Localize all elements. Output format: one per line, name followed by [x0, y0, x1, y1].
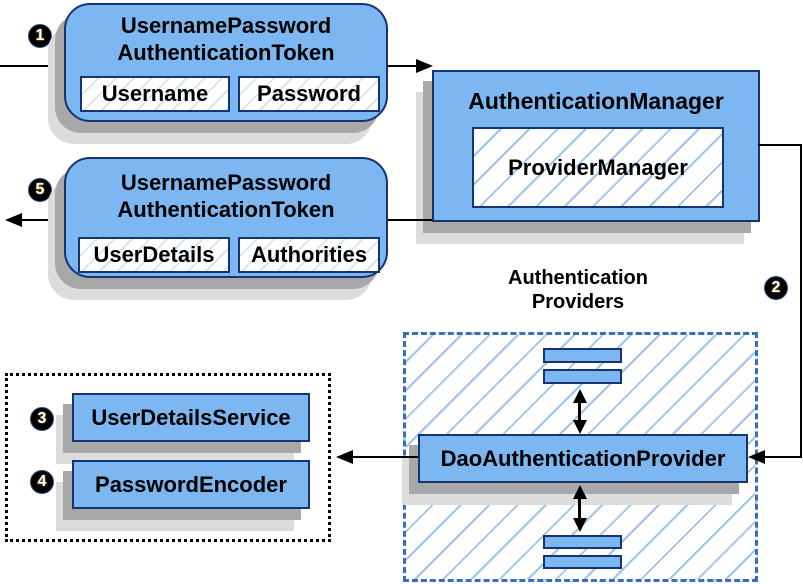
dao-authentication-provider-box: DaoAuthenticationProvider [418, 434, 748, 483]
step-5-badge: 5 [28, 178, 52, 202]
provider-stack-top-bar-1 [543, 348, 622, 363]
providers-heading: Authentication Providers [462, 266, 694, 314]
arrowhead-left-icon [5, 213, 22, 227]
userdetails-field-box: UserDetails [78, 237, 230, 273]
step-3-badge: 3 [30, 407, 54, 431]
request-token-title: UsernamePassword AuthenticationToken [66, 12, 386, 66]
manager-to-provider-line-bottom [764, 456, 802, 458]
manager-to-response-line [388, 219, 432, 221]
providers-heading-line1: Authentication [508, 267, 648, 289]
arrowhead-up-icon [573, 485, 587, 499]
response-token-title-line2: AuthenticationToken [117, 197, 335, 222]
authentication-manager-box: AuthenticationManager ProviderManager [432, 70, 760, 222]
provider-to-services-line [352, 456, 418, 458]
arrowhead-down-icon [573, 518, 587, 532]
arrowhead-up-icon [573, 389, 587, 403]
double-arrow-top [572, 389, 588, 434]
providers-heading-line2: Providers [531, 291, 625, 313]
double-arrow-shaft [578, 496, 581, 521]
username-field-box: Username [80, 76, 230, 112]
provider-manager-box: ProviderManager [472, 127, 724, 208]
step-1-badge: 1 [28, 24, 52, 48]
response-token-box: UsernamePassword AuthenticationToken Use… [64, 157, 388, 278]
user-details-service-box: UserDetailsService [72, 393, 310, 442]
password-encoder-box: PasswordEncoder [72, 460, 310, 509]
authentication-manager-title: AuthenticationManager [468, 88, 724, 114]
manager-to-provider-line-vertical [800, 144, 802, 458]
request-in-line [0, 65, 67, 67]
request-to-manager-line [387, 65, 416, 67]
provider-stack-top-bar-2 [543, 369, 622, 384]
step-4-badge: 4 [30, 470, 54, 494]
arrowhead-left-icon [748, 450, 765, 464]
authorities-field-box: Authorities [238, 237, 380, 273]
password-field-box: Password [238, 76, 380, 112]
arrowhead-right-icon [416, 59, 433, 73]
provider-stack-bottom-bar-2 [543, 555, 622, 569]
request-token-title-line1: UsernamePassword [120, 13, 332, 38]
provider-stack-bottom-bar-1 [543, 535, 622, 549]
step-2-badge: 2 [764, 276, 788, 300]
arrowhead-left-icon [336, 450, 353, 464]
response-token-title: UsernamePassword AuthenticationToken [66, 169, 386, 223]
arrowhead-down-icon [573, 420, 587, 434]
manager-to-provider-line-top [758, 144, 802, 146]
response-token-title-line1: UsernamePassword [120, 170, 332, 195]
response-out-line [21, 219, 64, 221]
double-arrow-shaft [578, 400, 581, 423]
double-arrow-bottom [572, 485, 588, 532]
request-token-box: UsernamePassword AuthenticationToken Use… [64, 3, 388, 122]
request-token-title-line2: AuthenticationToken [117, 40, 335, 65]
